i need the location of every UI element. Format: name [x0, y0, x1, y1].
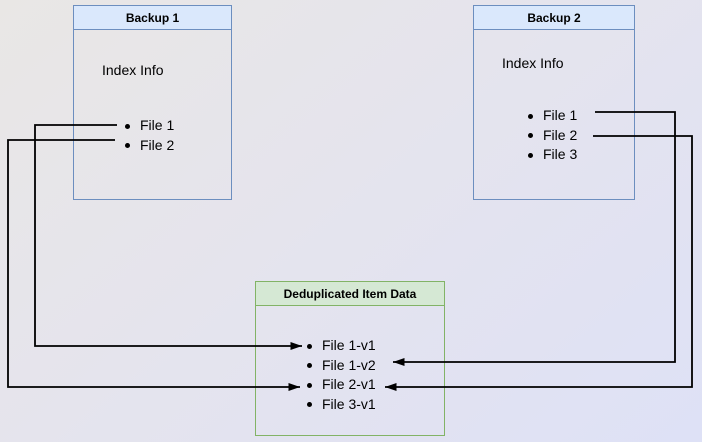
backup-1-title: Backup 1: [125, 10, 180, 25]
backup-2-file-list: File 1 File 2 File 3: [526, 106, 577, 165]
list-item: File 1-v2: [305, 356, 376, 376]
dedup-header: Deduplicated Item Data: [255, 281, 445, 306]
list-item: File 2: [526, 126, 577, 146]
dedup-title: Deduplicated Item Data: [283, 286, 417, 301]
list-item: File 1: [526, 106, 577, 126]
backup-1-box: Backup 1 Index Info File 1 File 2: [73, 5, 232, 200]
list-item: File 1: [123, 116, 174, 136]
dedup-box: Deduplicated Item Data File 1-v1 File 1-…: [255, 281, 445, 436]
backup-1-subtitle: Index Info: [102, 62, 164, 78]
backup-2-title: Backup 2: [527, 10, 581, 25]
backup-1-file-list: File 1 File 2: [123, 116, 174, 155]
list-item: File 1-v1: [305, 336, 376, 356]
backup-2-header: Backup 2: [473, 5, 635, 30]
backup-2-subtitle: Index Info: [502, 55, 564, 71]
backup-1-header: Backup 1: [73, 5, 232, 30]
list-item: File 2: [123, 136, 174, 156]
list-item: File 2-v1: [305, 375, 376, 395]
dedup-file-list: File 1-v1 File 1-v2 File 2-v1 File 3-v1: [305, 336, 376, 414]
backup-2-box: Backup 2 Index Info File 1 File 2 File 3: [473, 5, 635, 200]
list-item: File 3-v1: [305, 395, 376, 415]
list-item: File 3: [526, 145, 577, 165]
